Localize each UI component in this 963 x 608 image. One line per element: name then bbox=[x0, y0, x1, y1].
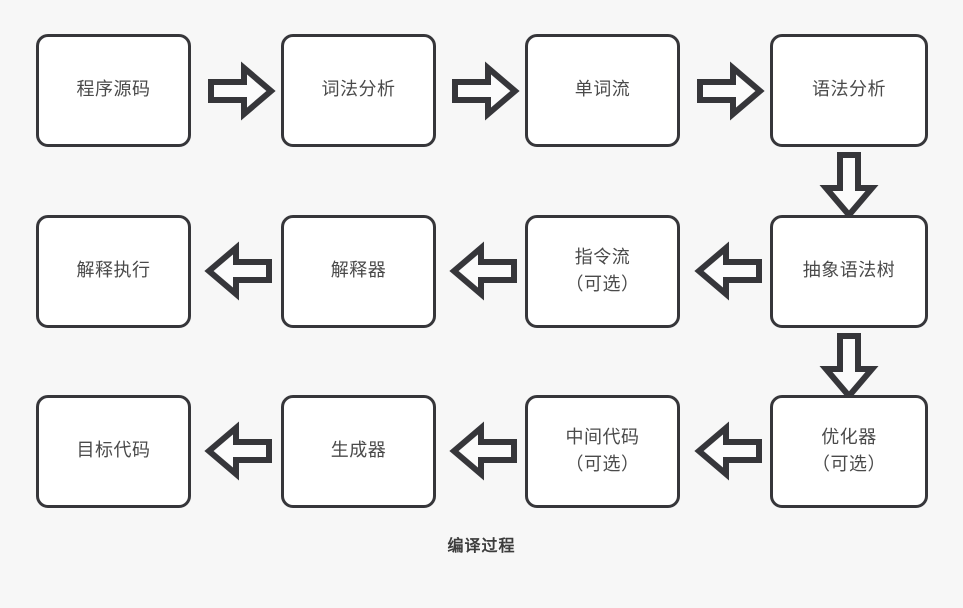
node-label: 抽象语法树 bbox=[802, 260, 896, 282]
node-label: 解释执行 bbox=[76, 260, 151, 282]
node-label: 目标代码 bbox=[76, 440, 151, 462]
arrow-left-instr-to-interpreter bbox=[449, 241, 517, 301]
node-label: 单词流 bbox=[574, 79, 631, 101]
node-intermediate-code[interactable]: 中间代码 （可选） bbox=[525, 395, 680, 508]
node-sublabel: （可选） bbox=[565, 453, 640, 475]
arrow-right-token-to-syntax bbox=[697, 61, 765, 121]
arrow-left-generator-to-target bbox=[204, 421, 272, 481]
node-lexical-analysis[interactable]: 词法分析 bbox=[281, 34, 436, 147]
arrow-right-source-to-lexical bbox=[208, 61, 276, 121]
node-label: 中间代码 bbox=[565, 427, 640, 449]
node-label: 生成器 bbox=[330, 440, 387, 462]
arrow-left-ast-to-instr bbox=[694, 241, 762, 301]
arrow-left-interpreter-to-execute bbox=[204, 241, 272, 301]
node-token-stream[interactable]: 单词流 bbox=[525, 34, 680, 147]
node-interpreter[interactable]: 解释器 bbox=[281, 215, 436, 328]
arrow-left-ir-to-generator bbox=[449, 421, 517, 481]
node-syntax-analysis[interactable]: 语法分析 bbox=[770, 34, 928, 147]
node-instruction-stream[interactable]: 指令流 （可选） bbox=[525, 215, 680, 328]
arrow-down-syntax-to-ast bbox=[819, 152, 879, 220]
node-target-code[interactable]: 目标代码 bbox=[36, 395, 191, 508]
node-label: 指令流 bbox=[574, 247, 631, 269]
node-sublabel: （可选） bbox=[812, 453, 886, 475]
node-label: 程序源码 bbox=[76, 79, 151, 101]
node-label: 语法分析 bbox=[812, 79, 886, 101]
node-optimizer[interactable]: 优化器 （可选） bbox=[770, 395, 928, 508]
node-label: 解释器 bbox=[330, 260, 387, 282]
arrow-left-optimizer-to-ir bbox=[694, 421, 762, 481]
arrow-right-lexical-to-token bbox=[452, 61, 520, 121]
node-source-code[interactable]: 程序源码 bbox=[36, 34, 191, 147]
node-label: 优化器 bbox=[821, 427, 877, 449]
node-label: 词法分析 bbox=[321, 79, 396, 101]
node-generator[interactable]: 生成器 bbox=[281, 395, 436, 508]
node-interpret-execute[interactable]: 解释执行 bbox=[36, 215, 191, 328]
diagram-caption: 编译过程 bbox=[447, 536, 516, 555]
node-sublabel: （可选） bbox=[565, 273, 640, 295]
node-abstract-syntax-tree[interactable]: 抽象语法树 bbox=[770, 215, 928, 328]
arrow-down-ast-to-optimizer bbox=[819, 333, 879, 401]
